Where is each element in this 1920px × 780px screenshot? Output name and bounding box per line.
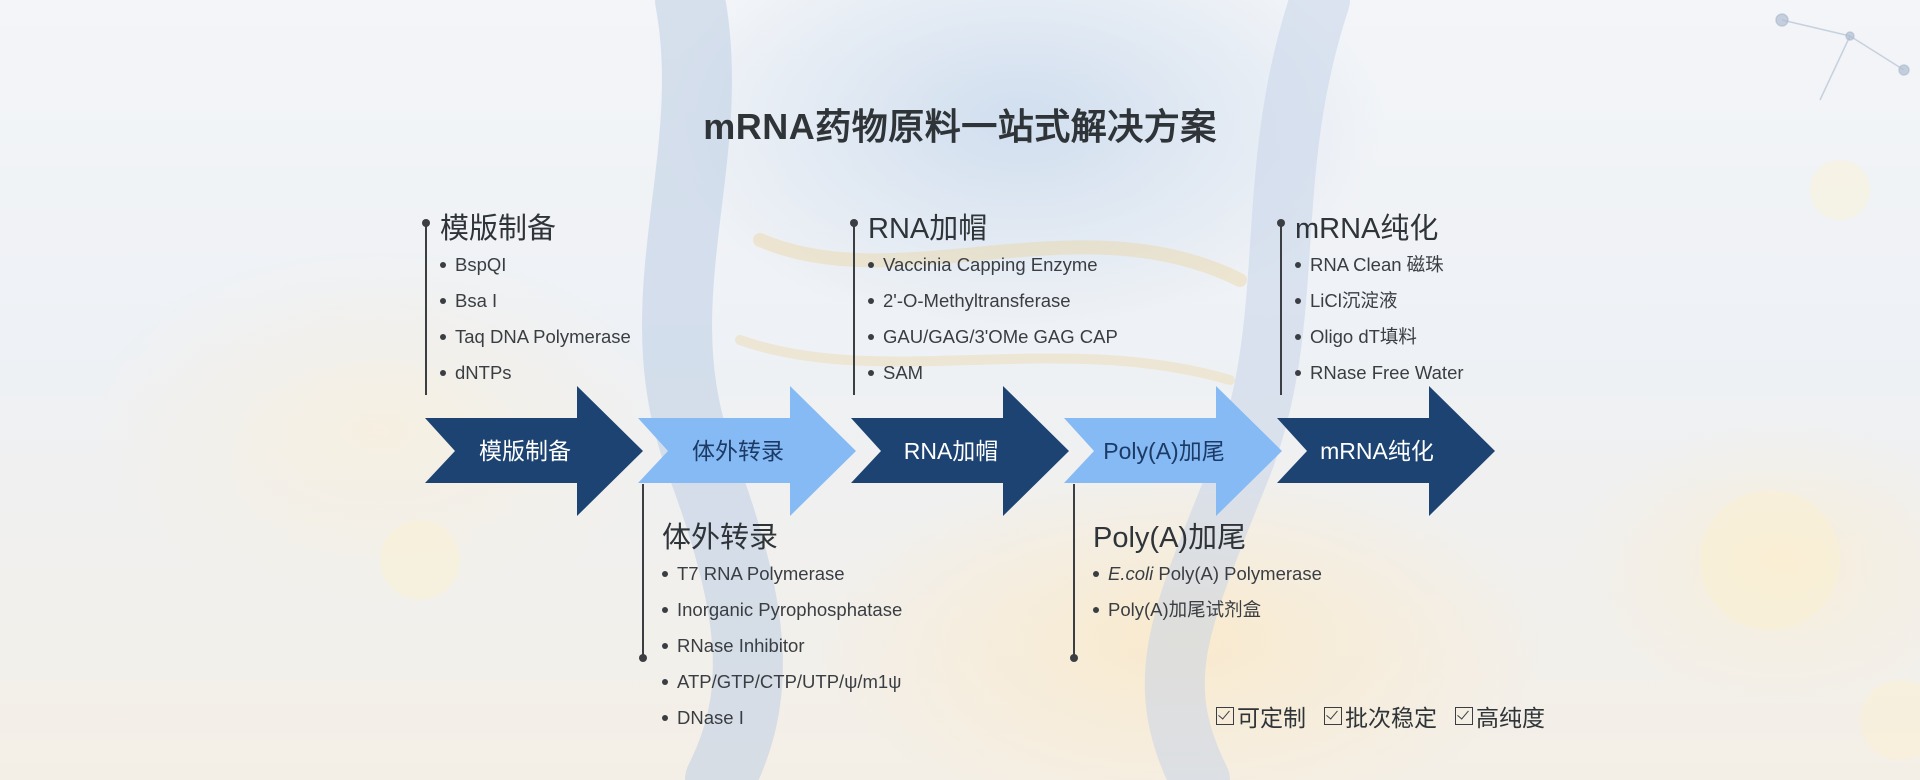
arrow-label: mRNA纯化	[1320, 438, 1434, 464]
list-item: LiCl沉淀液	[1295, 283, 1464, 319]
process-arrow-polya: Poly(A)加尾	[1064, 386, 1282, 516]
connector-line	[642, 484, 644, 656]
block-title: 模版制备	[440, 213, 557, 245]
list-item: 2'-O-Methyltransferase	[868, 283, 1118, 319]
item-list: Vaccinia Capping Enzyme 2'-O-Methyltrans…	[868, 247, 1118, 391]
arrow-shape	[1277, 386, 1495, 516]
arrow-shape	[425, 386, 643, 516]
feature-high-purity: 高纯度	[1455, 700, 1545, 732]
checkbox-checked-icon	[1455, 707, 1473, 725]
list-item: RNA Clean 磁珠	[1295, 247, 1464, 283]
process-arrow-mrna-purification: mRNA纯化	[1277, 386, 1495, 516]
feature-tags: 可定制 批次稳定 高纯度	[1216, 700, 1545, 732]
item-list: E.coli Poly(A) Polymerase Poly(A)加尾试剂盒	[1093, 556, 1322, 628]
list-item: Poly(A)加尾试剂盒	[1093, 592, 1322, 628]
connector-line	[1280, 223, 1282, 395]
process-arrow-ivt: 体外转录	[638, 386, 856, 516]
feature-label: 可定制	[1237, 705, 1306, 731]
process-arrow-template-prep: 模版制备	[425, 386, 643, 516]
connector-dot	[639, 654, 647, 662]
list-item: SAM	[868, 355, 1118, 391]
item-list: BspQI Bsa I Taq DNA Polymerase dNTPs	[440, 247, 631, 391]
arrow-label: Poly(A)加尾	[1103, 438, 1225, 464]
connector-dot	[1070, 654, 1078, 662]
list-item: Vaccinia Capping Enzyme	[868, 247, 1118, 283]
connector-dot	[422, 219, 430, 227]
block-title: Poly(A)加尾	[1093, 522, 1247, 554]
list-item: BspQI	[440, 247, 631, 283]
list-item: Bsa I	[440, 283, 631, 319]
arrow-label: 体外转录	[692, 438, 784, 464]
block-title: 体外转录	[662, 522, 779, 554]
list-item: GAU/GAG/3'OMe GAG CAP	[868, 319, 1118, 355]
arrow-shape	[1064, 386, 1282, 516]
feature-customizable: 可定制	[1216, 700, 1306, 732]
feature-batch-stable: 批次稳定	[1324, 700, 1437, 732]
feature-label: 批次稳定	[1345, 705, 1437, 731]
item-list: RNA Clean 磁珠 LiCl沉淀液 Oligo dT填料 RNase Fr…	[1295, 247, 1464, 391]
list-item: E.coli Poly(A) Polymerase	[1093, 556, 1322, 592]
block-title: RNA加帽	[868, 213, 988, 245]
connector-dot	[850, 219, 858, 227]
checkbox-checked-icon	[1324, 707, 1342, 725]
list-item: RNase Inhibitor	[662, 628, 902, 664]
arrow-shape	[851, 386, 1069, 516]
list-item: Taq DNA Polymerase	[440, 319, 631, 355]
arrow-shape	[638, 386, 856, 516]
page-title: mRNA药物原料一站式解决方案	[703, 106, 1217, 147]
feature-label: 高纯度	[1476, 705, 1545, 731]
connector-line	[853, 223, 855, 395]
connector-dot	[1277, 219, 1285, 227]
list-item: T7 RNA Polymerase	[662, 556, 902, 592]
arrow-label: RNA加帽	[903, 438, 999, 464]
block-title: mRNA纯化	[1295, 213, 1439, 245]
species-name: E.coli	[1108, 563, 1154, 584]
enzyme-name: Poly(A) Polymerase	[1158, 563, 1322, 584]
list-item: Oligo dT填料	[1295, 319, 1464, 355]
list-item: Inorganic Pyrophosphatase	[662, 592, 902, 628]
connector-line	[1073, 484, 1075, 656]
list-item: dNTPs	[440, 355, 631, 391]
item-list: T7 RNA Polymerase Inorganic Pyrophosphat…	[662, 556, 902, 736]
list-item: ATP/GTP/CTP/UTP/ψ/m1ψ	[662, 664, 902, 700]
connector-line	[425, 223, 427, 395]
list-item: RNase Free Water	[1295, 355, 1464, 391]
list-item: DNase I	[662, 700, 902, 736]
arrow-label: 模版制备	[479, 438, 571, 464]
checkbox-checked-icon	[1216, 707, 1234, 725]
process-arrow-rna-capping: RNA加帽	[851, 386, 1069, 516]
